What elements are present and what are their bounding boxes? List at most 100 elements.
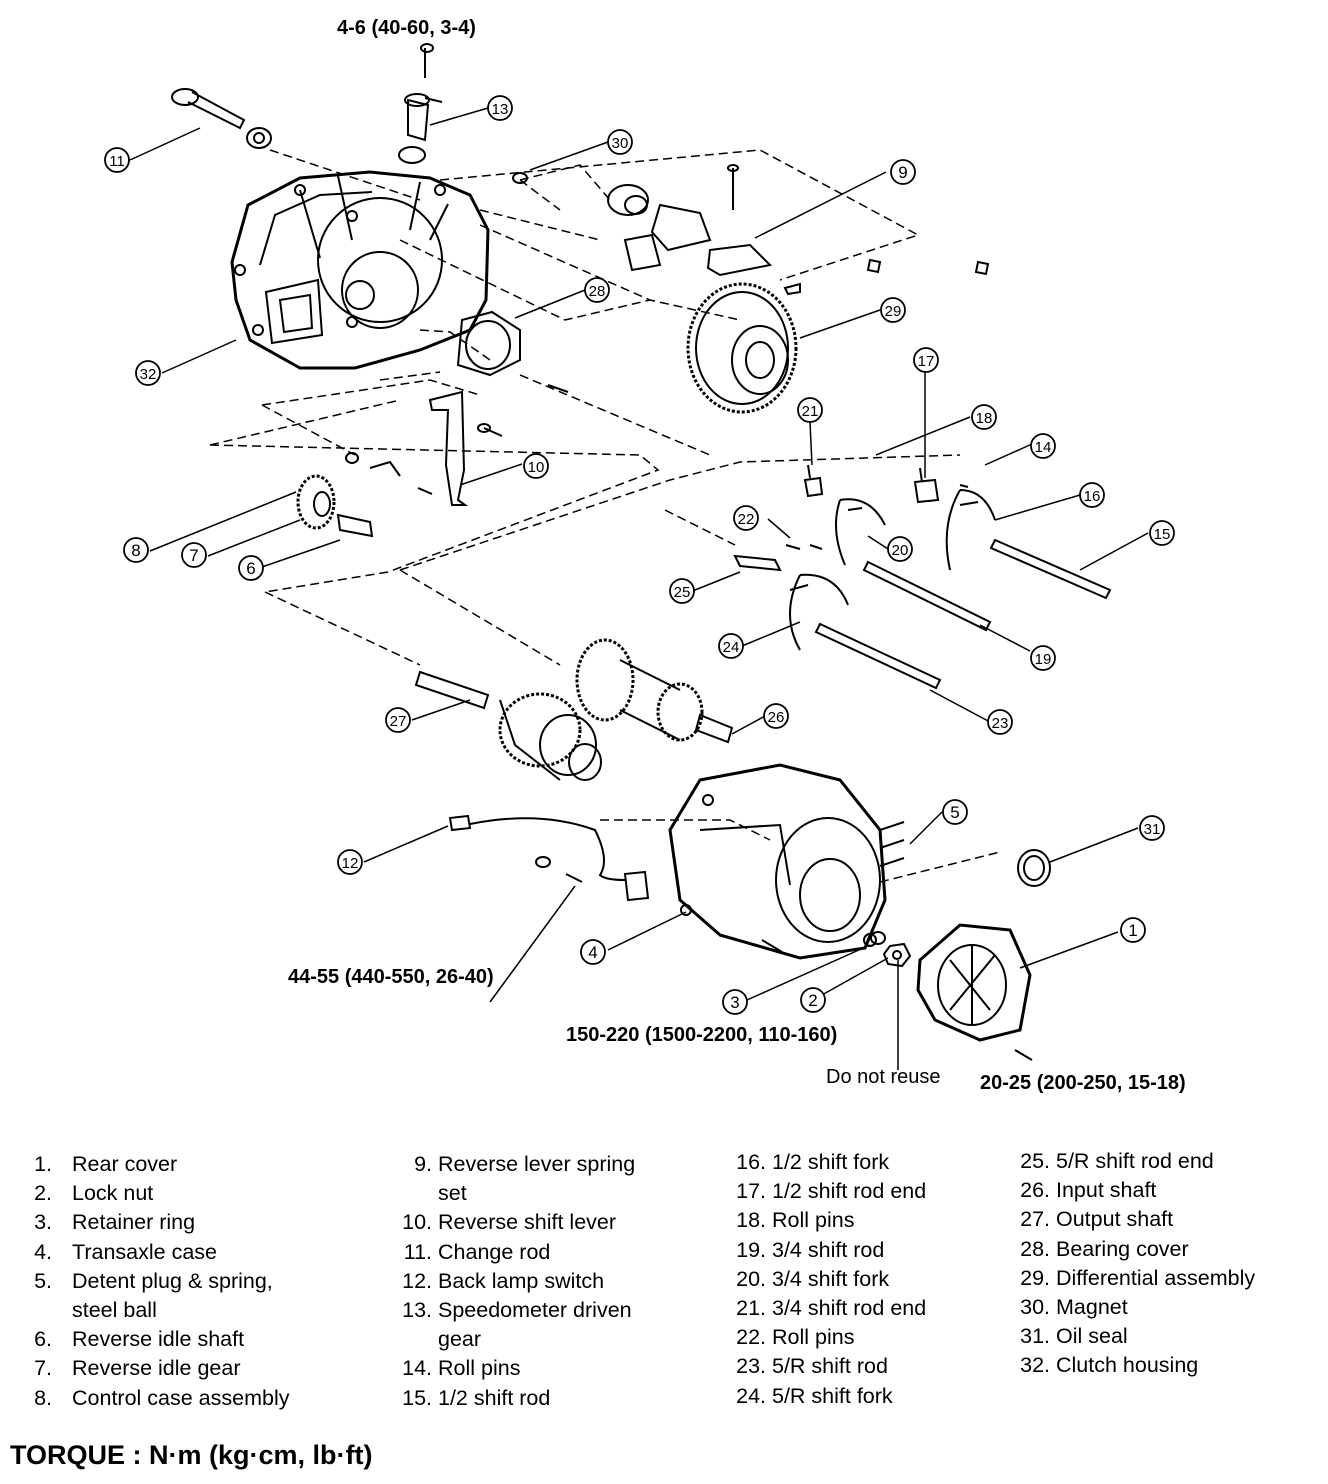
callout-number: 13 [492, 101, 509, 118]
transaxle-case-part [668, 763, 887, 960]
legend-item-number: 8. [34, 1385, 52, 1410]
legend-item-label: 5/R shift rod [772, 1354, 888, 1379]
callout-number: 21 [802, 403, 819, 420]
torque-spec-lock-nut: 150-220 (1500-2200, 110-160) [566, 1024, 838, 1046]
legend-item: 16.1/2 shift fork [732, 1148, 926, 1177]
callout-number: 20 [892, 542, 909, 559]
legend-item: steel ball [30, 1296, 372, 1325]
shift-rod-end-17-part [913, 467, 940, 504]
callout-layer: 1234567891011121314151617181920212223242… [104, 95, 1175, 1015]
callout-number: 22 [738, 511, 755, 528]
legend-item-number: 14. [402, 1356, 432, 1381]
callout-number: 26 [768, 709, 785, 726]
legend-item-label: Differential assembly [1056, 1265, 1256, 1290]
legend-item: 18.Roll pins [732, 1206, 926, 1235]
callout-9: 9 [890, 159, 916, 185]
callout-number: 9 [898, 163, 907, 182]
legend-item-number: 13. [402, 1298, 432, 1323]
legend-item-label: Lock nut [72, 1181, 154, 1206]
legend-item: 17.1/2 shift rod end [732, 1177, 926, 1206]
legend-item-label: Speedometer driven [438, 1298, 632, 1323]
callout-17: 17 [913, 347, 939, 373]
callout-25: 25 [669, 578, 695, 604]
shift-rod-23-part [814, 622, 942, 690]
callout-number: 1 [1128, 921, 1137, 940]
lock-nut-part [882, 942, 912, 968]
callout-7: 7 [181, 542, 207, 568]
legend-item-label: Control case assembly [72, 1385, 290, 1410]
legend-item-label: Clutch housing [1056, 1353, 1199, 1378]
legend-item-label: 5/R shift fork [772, 1383, 893, 1408]
callout-12: 12 [337, 849, 363, 875]
legend-item: 7.Reverse idle gear [30, 1354, 372, 1383]
reverse-idle-gear-part [296, 474, 374, 538]
callout-number: 18 [976, 410, 993, 427]
callout-15: 15 [1149, 520, 1175, 546]
callout-10: 10 [523, 453, 549, 479]
callout-number: 15 [1154, 526, 1171, 543]
legend-item: 29.Differential assembly [1016, 1264, 1255, 1293]
legend-item: gear [398, 1325, 668, 1354]
callout-31: 31 [1139, 815, 1165, 841]
callout-29: 29 [880, 297, 906, 323]
callout-number: 25 [674, 584, 691, 601]
callout-3: 3 [722, 989, 748, 1015]
legend-item-label: 3/4 shift rod [772, 1237, 885, 1262]
legend-item: set [398, 1179, 668, 1208]
legend-item-label: Roll pins [772, 1325, 855, 1350]
legend-item-number: 24. [736, 1383, 766, 1408]
legend-item-label: steel ball [72, 1298, 157, 1323]
callout-1: 1 [1120, 917, 1146, 943]
legend-item: 31.Oil seal [1016, 1322, 1255, 1351]
legend-item: 32.Clutch housing [1016, 1351, 1255, 1380]
callout-number: 32 [140, 366, 157, 383]
legend-item-label: 1/2 shift rod end [772, 1179, 927, 1204]
detent-plug-spring-part [879, 821, 905, 867]
differential-assembly-part [686, 282, 798, 414]
legend-item: 9.Reverse lever spring [398, 1150, 668, 1179]
callout-number: 28 [589, 283, 606, 300]
legend-item: 28.Bearing cover [1016, 1235, 1255, 1264]
callout-number: 14 [1035, 439, 1052, 456]
callout-24: 24 [718, 633, 744, 659]
speedometer-driven-gear-part [398, 43, 443, 164]
legend-item-number: 23. [736, 1354, 766, 1379]
callout-6: 6 [238, 555, 264, 581]
legend-item-label: 1/2 shift fork [772, 1150, 890, 1174]
legend-item: 15.1/2 shift rod [398, 1384, 668, 1413]
legend-item-number: 7. [34, 1356, 52, 1381]
legend-item-label: 5/R shift rod end [1056, 1149, 1214, 1173]
callout-number: 11 [109, 153, 125, 170]
callout-number: 5 [950, 803, 959, 822]
legend-item: 8. Control case assembly [30, 1384, 372, 1413]
callout-number: 30 [612, 135, 629, 152]
torque-unit-title: TORQUE : N·m (kg·cm, lb·ft) [10, 1440, 373, 1470]
legend-item-label: Output shaft [1056, 1207, 1174, 1232]
legend-item: 22.Roll pins [732, 1323, 926, 1352]
legend-item: 24.5/R shift fork [732, 1382, 926, 1411]
legend-item-label: Reverse shift lever [438, 1210, 617, 1235]
callout-number: 19 [1035, 651, 1052, 668]
torque-spec-rear-cover: 20-25 (200-250, 15-18) [980, 1072, 1186, 1094]
legend-item-number: 5. [34, 1268, 52, 1293]
callout-number: 17 [918, 353, 935, 370]
callout-number: 6 [246, 559, 255, 578]
callout-27: 27 [385, 707, 411, 733]
callout-16: 16 [1079, 482, 1105, 508]
back-lamp-switch-part [448, 814, 650, 902]
legend-item-label: set [438, 1181, 467, 1206]
callout-8: 8 [123, 537, 149, 563]
legend-item: 10.Reverse shift lever [398, 1208, 668, 1237]
legend-item-label: Detent plug & spring, [72, 1268, 273, 1293]
legend-item-number: 30. [1020, 1295, 1050, 1320]
legend-item-number: 19. [736, 1237, 766, 1262]
roll-pin-17b [959, 484, 969, 488]
torque-spec-back-lamp-switch: 44-55 (440-550, 26-40) [288, 966, 494, 988]
callout-number: 29 [885, 303, 902, 320]
legend-item: 14.Roll pins [398, 1354, 668, 1383]
roll-pin-14 [974, 260, 990, 276]
legend-item-label: Roll pins [772, 1208, 855, 1233]
legend-item: 30.Magnet [1016, 1293, 1255, 1322]
